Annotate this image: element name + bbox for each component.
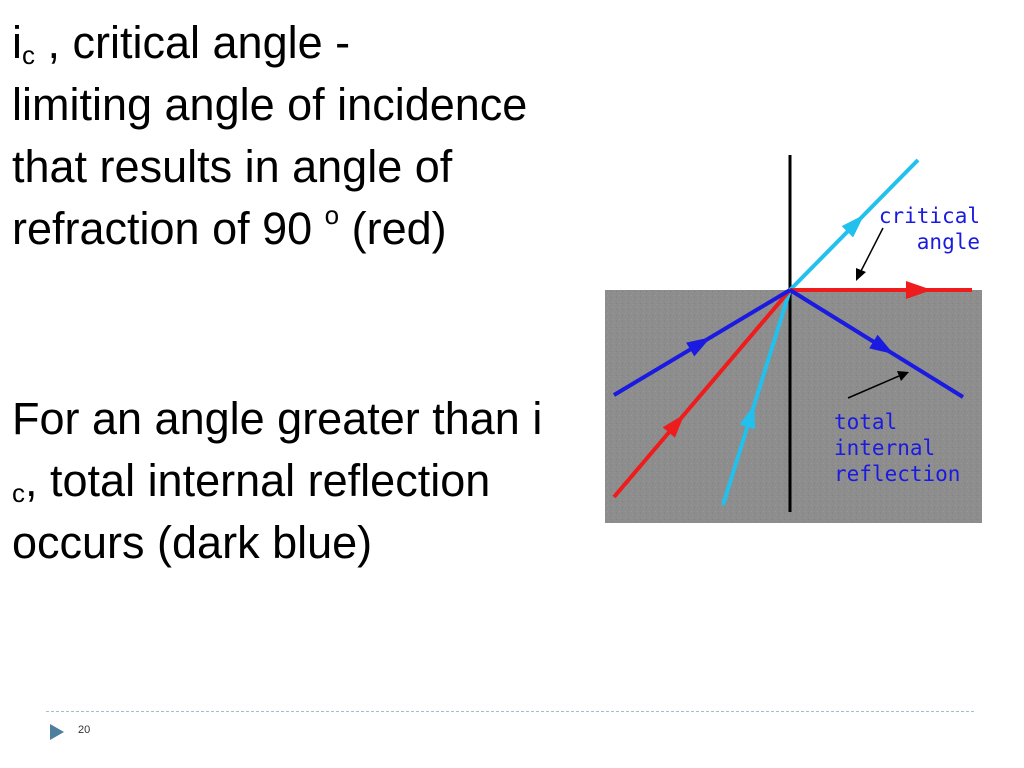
tir-rest: , total internal reflection occurs (dark… <box>12 455 491 568</box>
incidence-symbol: i <box>12 17 22 68</box>
total-internal-reflection-paragraph: For an angle greater than i c, total int… <box>12 388 572 574</box>
light-blue-arrowhead-refracted <box>841 214 865 238</box>
subscript-c: c <box>22 40 35 70</box>
red-note: (red) <box>339 203 447 254</box>
label-angle: angle <box>917 230 980 254</box>
footer-divider <box>46 711 974 712</box>
dark-blue-arrowhead-reflected <box>869 334 894 355</box>
dark-blue-arrowhead-incident <box>686 337 711 357</box>
label-total: total <box>834 410 897 434</box>
label-internal: internal <box>834 436 935 460</box>
critical-angle-pointer <box>856 227 884 281</box>
glass-medium <box>605 290 982 523</box>
critical-angle-paragraph: ic , critical angle - limiting angle of i… <box>12 12 572 260</box>
degree-superscript: o <box>324 200 340 230</box>
subscript-c-2: c <box>12 478 25 508</box>
critical-angle-line1: , critical angle - <box>35 17 351 68</box>
footer-triangle-icon <box>50 724 64 740</box>
label-critical: critical <box>879 204 980 228</box>
light-blue-arrowhead-incident <box>739 403 755 430</box>
red-arrowhead-refracted <box>905 281 932 299</box>
red-arrowhead-incident <box>662 414 685 438</box>
tir-lead: For an angle greater than i <box>12 393 543 444</box>
refracted-ray-light-blue <box>721 158 920 506</box>
critical-angle-definition: limiting angle of incidence that results… <box>12 79 528 254</box>
label-reflection: reflection <box>834 462 960 486</box>
critical-ray-red <box>612 281 972 499</box>
tir-pointer <box>847 371 909 399</box>
tir-ray-dark-blue <box>612 288 965 399</box>
page-number: 20 <box>78 724 91 736</box>
